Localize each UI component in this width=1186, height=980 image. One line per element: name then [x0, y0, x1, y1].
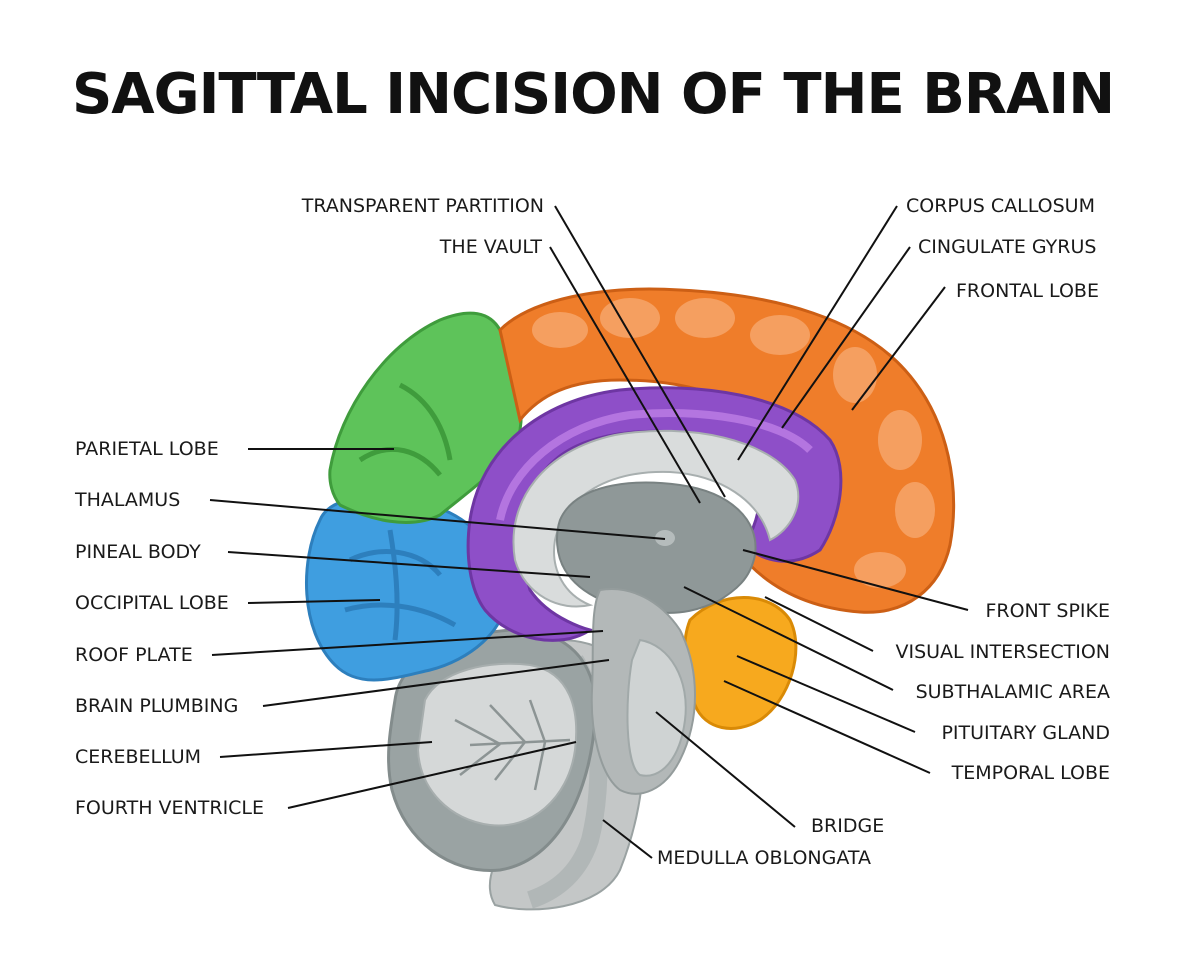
- cingulate-highlight: [496, 409, 813, 521]
- temporal-lobe-shape: [683, 596, 798, 730]
- label-frontal-lobe: FRONTAL LOBE: [956, 280, 1099, 302]
- parietal-folds: [358, 382, 453, 477]
- label-cingulate-gyrus: CINGULATE GYRUS: [918, 236, 1097, 258]
- diagram-title: SAGITTAL INCISION OF THE BRAIN: [71, 62, 1115, 127]
- label-temporal-lobe: TEMPORAL LOBE: [951, 762, 1110, 784]
- label-pituitary-gland: PITUITARY GLAND: [941, 722, 1110, 744]
- pons-bulge: [626, 638, 687, 777]
- label-front-spike: FRONT SPIKE: [985, 600, 1110, 622]
- label-pineal-body: PINEAL BODY: [75, 541, 201, 563]
- label-cerebellum: CEREBELLUM: [75, 746, 202, 768]
- arbor-vitae: [454, 699, 571, 791]
- thalamus-shape: [556, 481, 757, 614]
- frontal-gyri: [532, 298, 935, 588]
- leader-lines: [209, 205, 969, 859]
- label-bridge: BRIDGE: [811, 815, 885, 837]
- label-subthalamic-area: SUBTHALAMIC AREA: [915, 681, 1110, 703]
- label-fourth-ventricle: FOURTH VENTRICLE: [75, 797, 265, 819]
- label-brain-plumbing: BRAIN PLUMBING: [75, 695, 239, 717]
- occipital-folds: [344, 529, 457, 641]
- label-corpus-callosum: CORPUS CALLOSUM: [906, 195, 1095, 217]
- label-visual-intersection: VISUAL INTERSECTION: [895, 641, 1110, 663]
- label-parietal-lobe: PARIETAL LOBE: [75, 438, 219, 460]
- label-thalamus: THALAMUS: [75, 489, 181, 511]
- label-the-vault: THE VAULT: [439, 236, 542, 258]
- corpus-callosum-shape: [512, 429, 800, 608]
- label-roof-plate: ROOF PLATE: [75, 644, 193, 666]
- label-transparent-partition: TRANSPARENT PARTITION: [301, 195, 544, 217]
- label-medulla-oblongata: MEDULLA OBLONGATA: [657, 847, 872, 869]
- label-occipital-lobe: OCCIPITAL LOBE: [75, 592, 229, 614]
